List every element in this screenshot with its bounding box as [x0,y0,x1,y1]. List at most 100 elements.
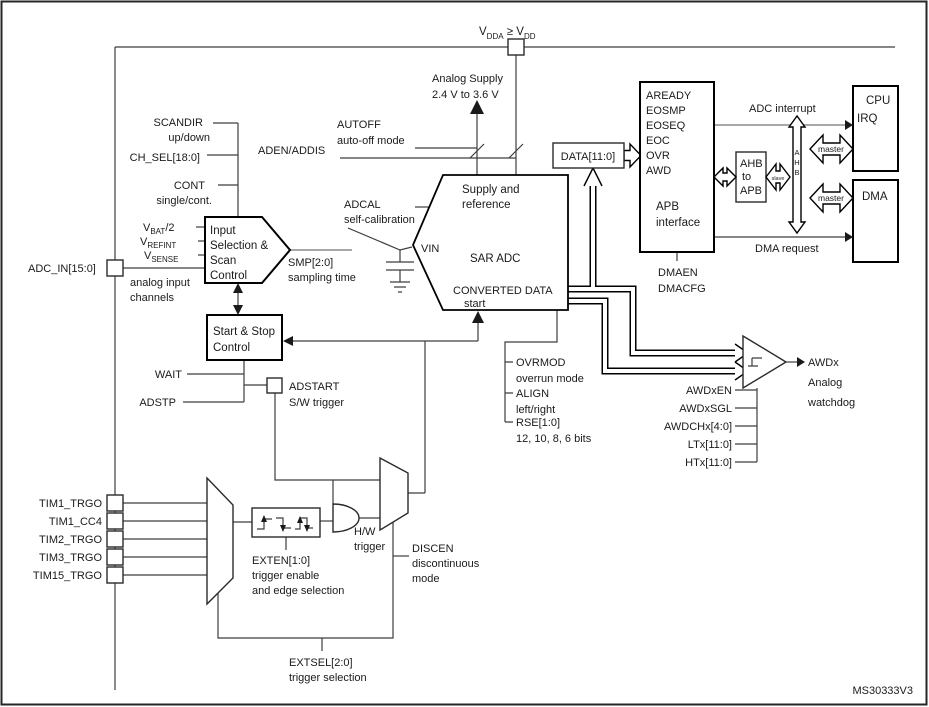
dma-block [852,179,899,263]
input-selection-block [204,216,292,284]
data-register-box [552,142,625,169]
figure-id-watermark: MS30333V3 [852,685,913,697]
and-gate [332,503,360,533]
analog-input-label-1: analog input [130,277,190,289]
tim1-trgo-pin [106,494,124,512]
vdda-pin [507,38,525,56]
cpu-label: CPU [866,95,890,107]
awdxen-label: AWDxEN [686,385,732,397]
tim2-trgo-label: TIM2_TRGO [39,534,102,546]
awdx-label-3: watchdog [807,397,855,409]
dma-request-label: DMA request [755,243,819,255]
extsel-label-2: trigger selection [289,672,367,684]
sar-adc-label: SAR ADC [470,253,521,265]
input-block-label-4: Control [210,270,247,282]
extsel-label-1: EXTSEL[2:0] [289,657,353,669]
falling-edge-arrow [280,525,286,532]
wait-adstp-lines [183,360,245,403]
scandir-label-1: SCANDIR [153,117,203,129]
adc-in-pin [106,259,124,277]
discen-label-3: mode [412,573,440,585]
exten-label-2: trigger enable [252,570,319,582]
discen-label-1: DISCEN [412,543,454,555]
htx-label: HTx[11:0] [685,457,732,469]
both-edges-down-arrow [304,525,310,532]
awdchx-label: AWDCHx[4:0] [664,421,732,433]
cpu-master-arrow [809,133,854,165]
apb-interface-block [639,81,715,253]
startstop-label-1: Start & Stop [213,326,275,338]
flag-aready: AREADY [646,90,692,102]
analog-supply-arrowhead [470,100,484,114]
exten-label-1: EXTEN[1:0] [252,555,310,567]
adstart-label-2: S/W trigger [289,397,344,409]
dmaen-label: DMAEN [658,267,698,279]
converted-data-label: CONVERTED DATA [453,285,553,297]
interrupt-arrowhead [845,120,853,130]
apb-label-1: APB [656,201,679,213]
tim1-cc4-pin [106,512,124,530]
adstp-label: ADSTP [139,397,176,409]
ahb-arrows [713,114,854,235]
adc-in-label: ADC_IN[15:0] [28,263,96,275]
res-label-2: 12, 10, 8, 6 bits [516,433,592,445]
start-label: start [464,298,485,310]
ahb-bus-letter-a: A [794,148,799,157]
smp-label-2: sampling time [288,272,356,284]
analog-input-label-2: channels [130,292,175,304]
chsel-label: CH_SEL[18:0] [130,152,200,164]
vrefint-label: VREFINT [140,236,176,250]
analog-watchdog-comparator [742,334,788,390]
rising-edge-arrow [261,515,267,522]
irq-label: IRQ [857,113,878,125]
both-edges-up-arrow [297,516,303,523]
slave-arrow [765,161,791,193]
input-block-label-3: Scan [210,255,236,267]
cpu-master-label: master [818,144,844,154]
flag-eoseq: EOSEQ [646,120,686,132]
dma-label: DMA [862,191,888,203]
flag-eoc: EOC [646,135,670,147]
edge-selector-box [251,507,321,538]
smp-label-1: SMP[2:0] [288,257,333,269]
hw-trigger-label-1: H/W [354,526,376,538]
scan-startstop-down-head [233,305,243,315]
tim15-trgo-label: TIM15_TRGO [33,570,103,582]
data-bus-to-awd-lower-fill [568,299,736,373]
exten-label-3: and edge selection [252,585,344,597]
awdxsgl-label: AWDxSGL [679,403,732,415]
startstop-label-2: Control [213,342,250,354]
tim2-trgo-pin [106,530,124,548]
adstart-pin [266,377,283,394]
flag-ovr: OVR [646,150,670,162]
trigger-to-start-line [292,322,479,494]
ahb-box-label-2: to [742,171,751,183]
dma-master-label: master [818,193,844,203]
hw-sw-trigger-mux [379,456,409,532]
swtrigger-line [274,393,380,481]
bus-slash-1 [469,143,485,159]
adc-interrupt-label: ADC interrupt [749,103,816,115]
hysteresis-icon [748,357,762,367]
apb-bridge-arrow [713,166,737,188]
dma-request-arrowhead [845,232,853,242]
startstop-input-head [283,336,293,346]
analog-supply-label-1: Analog Supply [432,73,503,85]
awdx-arrowhead [797,357,805,367]
vdda-vdd-label: VDDA ≥ VDD [479,26,536,41]
ltx-label: LTx[11:0] [688,439,732,451]
falling-edge-icon [276,517,291,529]
ovrmod-label-1: OVRMOD [516,357,566,369]
ahb-bus-letter-b: B [794,168,799,177]
flag-eosmp: EOSMP [646,105,686,117]
scandir-label-2: up/down [168,132,210,144]
autoff-label-1: AUTOFF [337,119,381,131]
dmacfg-label: DMACFG [658,283,706,295]
ahb-box-label-1: AHB [740,158,763,170]
res-label-1: RSE[1:0] [516,417,560,429]
data-bus-to-awd-upper-fill [568,287,736,355]
cpu-block [852,85,899,172]
adcal-label-2: self-calibration [344,214,415,226]
supply-reference-label-1: Supply and [462,184,520,196]
